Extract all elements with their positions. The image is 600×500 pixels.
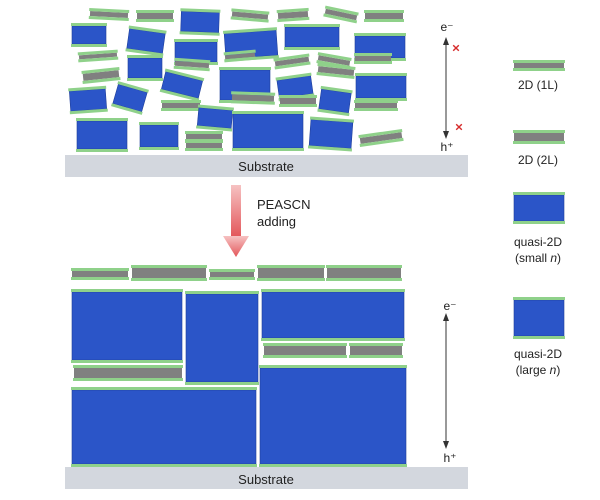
quasi-2d-crystal (355, 73, 407, 101)
2d-2l-crystal (230, 8, 270, 23)
2d-2l-crystal (326, 265, 402, 281)
quasi-2d-crystal (232, 111, 304, 151)
bottom-electron-label: e⁻ (443, 299, 456, 313)
legend-2d-2l-label: 2D (2L) (518, 153, 558, 167)
blocked-cross-icon (455, 123, 463, 131)
2d-2l-crystal (230, 91, 276, 105)
quasi-2d-crystal (111, 81, 149, 115)
quasi-2d-crystal (513, 297, 565, 339)
2d-2l-crystal (71, 268, 129, 280)
top-substrate (65, 155, 468, 177)
2d-2l-crystal (263, 343, 347, 358)
quasi-2d-crystal (284, 24, 340, 50)
quasi-2d-crystal (185, 291, 259, 385)
2d-2l-crystal (279, 95, 317, 107)
2d-2l-crystal (136, 10, 174, 22)
top-crystal-film (68, 5, 407, 152)
legend: 2D (1L) 2D (2L) quasi-2D (small n) quasi… (513, 60, 565, 377)
process-label-line2: adding (257, 214, 296, 229)
2d-2l-crystal (223, 49, 257, 63)
bottom-hole-label: h⁺ (443, 451, 456, 465)
legend-quasi-small-label1: quasi-2D (514, 235, 562, 249)
quasi-2d-crystal (68, 85, 108, 115)
2d-2l-crystal (354, 53, 392, 64)
bottom-substrate-label: Substrate (238, 472, 294, 487)
top-carrier-arrow (443, 37, 449, 139)
2d-2l-crystal (131, 265, 207, 281)
2d-2l-crystal (77, 49, 119, 63)
quasi-2d-crystal (71, 387, 257, 467)
quasi-2d-crystal (179, 8, 221, 36)
legend-quasi-large-label2: (large n) (516, 363, 561, 377)
quasi-2d-crystal (261, 289, 405, 341)
top-hole-label: h⁺ (440, 140, 453, 154)
2d-2l-crystal (354, 100, 398, 111)
2d-2l-crystal (173, 57, 211, 72)
2d-2l-crystal (276, 7, 310, 23)
legend-2d-2l-swatch (513, 130, 565, 144)
quasi-2d-crystal (513, 192, 565, 224)
2d-2l-crystal (323, 5, 359, 24)
legend-quasi-large-label1: quasi-2D (514, 347, 562, 361)
top-electron-label: e⁻ (440, 20, 453, 34)
2d-2l-crystal (349, 343, 403, 358)
quasi-2d-crystal (139, 122, 179, 150)
quasi-2d-crystal (259, 365, 407, 467)
quasi-2d-crystal (125, 25, 167, 57)
legend-2d-1l-swatch (513, 60, 565, 71)
2d-2l-crystal (358, 128, 404, 148)
quasi-2d-crystal (71, 289, 183, 363)
blocked-cross-icon (452, 44, 460, 52)
2d-2l-crystal (364, 10, 404, 22)
quasi-2d-crystal (76, 118, 128, 152)
bottom-carrier-arrow (443, 313, 449, 449)
process-arrow (223, 185, 249, 257)
legend-2d-1l-label: 2D (1L) (518, 78, 558, 92)
2d-2l-crystal (88, 7, 130, 22)
2d-2l-crystal (273, 53, 311, 70)
2d-2l-crystal (316, 63, 356, 79)
quasi-2d-crystal (307, 116, 355, 152)
quasi-2d-crystal (196, 104, 234, 132)
bottom-substrate (65, 467, 468, 489)
quasi-2d-crystal (317, 85, 353, 117)
legend-quasi-small-label2: (small n) (515, 251, 561, 265)
quasi-2d-crystal (71, 23, 107, 47)
2d-2l-crystal (161, 100, 201, 111)
2d-2l-crystal (73, 365, 183, 381)
process-label-line1: PEASCN (257, 197, 310, 212)
2d-2l-crystal (513, 130, 565, 144)
2d-1l-crystal (513, 60, 565, 71)
legend-quasi-small-swatch (513, 192, 565, 224)
quasi-2d-crystal (159, 68, 205, 102)
2d-2l-crystal (257, 265, 325, 281)
bottom-crystal-film (71, 265, 407, 467)
top-substrate-label: Substrate (238, 159, 294, 174)
2d-1l-crystal (209, 269, 255, 280)
legend-quasi-large-swatch (513, 297, 565, 339)
2d-2l-crystal (185, 140, 223, 151)
quasi-2d-crystal (127, 55, 163, 81)
2d-2l-crystal (81, 67, 121, 84)
